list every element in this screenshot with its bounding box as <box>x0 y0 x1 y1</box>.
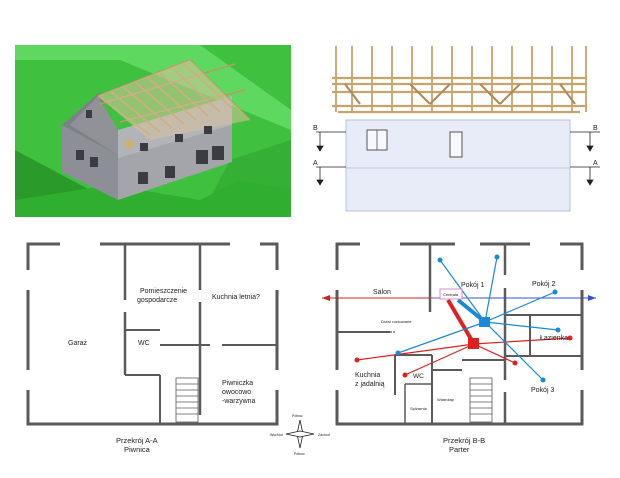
compass-rose <box>285 419 315 449</box>
elevation-view: B B A A <box>313 46 600 212</box>
room-pokoj3: Pokój 3 <box>531 387 554 394</box>
room-summer-kitchen: Kuchnia letnia? <box>212 294 260 301</box>
compass-south: Północ <box>294 452 305 456</box>
room-kuchnia-2: z jadalnią <box>355 381 385 388</box>
room-lazienka: Łazienka <box>540 335 568 342</box>
compass-north: Północ <box>292 414 303 418</box>
compass-east: Zachód <box>318 433 330 437</box>
caption-basement-1: Przekrój A-A <box>116 436 158 445</box>
section-markers <box>316 131 600 186</box>
truss-posts <box>335 46 587 112</box>
compass-west: Wschód <box>270 433 283 437</box>
marker-b-left: B <box>313 125 318 132</box>
room-salon: Salon <box>373 289 391 296</box>
basement-plan <box>26 242 279 426</box>
house-3d-render <box>15 45 291 217</box>
marker-a-right: A <box>593 160 598 167</box>
room-garage: Garaż <box>68 340 88 347</box>
elevation-door <box>449 131 463 158</box>
room-wiatrolap: Wiatrołap <box>437 397 455 402</box>
room-cellar-2: owocowo <box>222 389 251 396</box>
ventilation-ducts <box>354 254 573 383</box>
roof-truss <box>332 76 587 114</box>
room-cellar-3: -warzywna <box>222 398 256 405</box>
label-central: Centrala <box>443 292 459 297</box>
marker-a-left: A <box>313 160 318 167</box>
room-utility-1: Pomieszczenie <box>140 288 187 295</box>
room-pokoj1: Pokój 1 <box>461 282 484 289</box>
room-spizarnia: Spiżarnia <box>410 406 427 411</box>
room-kuchnia-1: Kuchnia <box>355 372 380 379</box>
room-cellar-1: Piwniczka <box>222 380 253 387</box>
marker-b-right: B <box>593 125 598 132</box>
caption-ground-2: Parter <box>449 445 470 454</box>
room-pokoj2: Pokój 2 <box>532 281 555 288</box>
caption-basement-2: Piwnica <box>124 445 151 454</box>
label-sliding-door: Drzwi rozsuwane <box>381 319 412 324</box>
room-wc-ground: WC <box>413 373 424 380</box>
central-unit <box>439 288 463 300</box>
caption-ground-1: Przekrój B-B <box>443 436 485 445</box>
room-wc-basement: WC <box>138 340 150 347</box>
room-utility-2: gospodarcze <box>137 297 177 304</box>
ground-floor-plan <box>335 242 584 426</box>
